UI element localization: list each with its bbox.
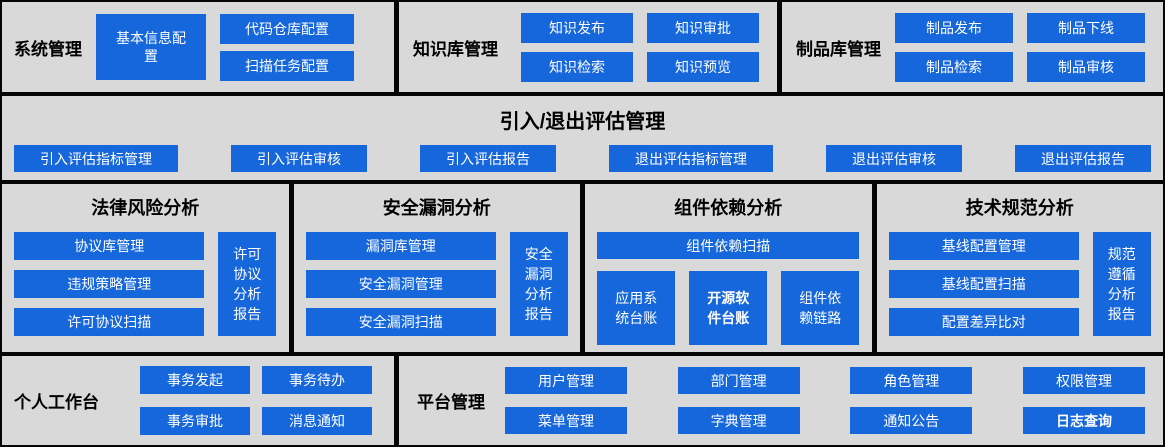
- block-vuln-analysis-report: 安全漏洞分析报告: [509, 232, 568, 336]
- panel-system-management: 系统管理 基本信息配置 代码仓库配置 扫描任务配置: [2, 2, 394, 92]
- block-task-initiate: 事务发起: [140, 366, 250, 394]
- block-scan-task-config: 扫描任务配置: [220, 50, 354, 81]
- block-knowledge-search: 知识检索: [521, 51, 633, 82]
- panel-personal-workbench: 个人工作台 事务发起 事务待办 事务审批 消息通知: [2, 356, 394, 445]
- panel-import-exit-evaluation: 引入/退出评估管理 引入评估指标管理 引入评估审核 引入评估报告 退出评估指标管…: [2, 96, 1163, 180]
- panel-title-security: 安全漏洞分析: [382, 198, 491, 218]
- block-dict-mgmt: 字典管理: [677, 407, 800, 434]
- block-import-eval-report: 引入评估报告: [420, 145, 556, 172]
- block-log-query: 日志查询: [1022, 407, 1145, 434]
- row-bottom: 个人工作台 事务发起 事务待办 事务审批 消息通知 平台管理 用户管理 部门管理…: [2, 356, 1163, 445]
- block-code-repo-config: 代码仓库配置: [220, 13, 354, 44]
- block-notice-announcement: 通知公告: [850, 407, 973, 434]
- block-task-approval: 事务审批: [140, 407, 250, 435]
- block-license-scan: 许可协议扫描: [14, 308, 205, 336]
- block-vuln-scan: 安全漏洞扫描: [305, 308, 496, 336]
- legal-body: 协议库管理 违规策略管理 许可协议扫描 许可协议分析报告: [2, 232, 289, 336]
- block-dept-mgmt: 部门管理: [677, 367, 800, 394]
- panel-security-vuln-analysis: 安全漏洞分析 漏洞库管理 安全漏洞管理 安全漏洞扫描 安全漏洞分析报告: [293, 184, 581, 352]
- block-exit-eval-review: 退出评估审核: [826, 145, 962, 172]
- row-evaluation: 引入/退出评估管理 引入评估指标管理 引入评估审核 引入评估报告 退出评估指标管…: [2, 96, 1163, 180]
- workbench-button-grid: 事务发起 事务待办 事务审批 消息通知: [140, 366, 372, 435]
- panel-platform-management: 平台管理 用户管理 部门管理 角色管理 权限管理 菜单管理 字典管理 通知公告 …: [399, 356, 1163, 445]
- block-menu-mgmt: 菜单管理: [505, 407, 627, 434]
- dependency-body: 组件依赖扫描 应用系统台账 开源软件台账 组件依赖链路: [597, 232, 860, 345]
- block-basic-info-config: 基本信息配置: [96, 14, 206, 80]
- block-knowledge-approval: 知识审批: [647, 12, 759, 43]
- dependency-button-row: 应用系统台账 开源软件台账 组件依赖链路: [597, 271, 860, 345]
- panel-title-system: 系统管理: [14, 39, 82, 59]
- block-artifact-publish: 制品发布: [895, 12, 1013, 43]
- block-agreement-lib-mgmt: 协议库管理: [14, 232, 205, 260]
- panel-title-standard: 技术规范分析: [965, 198, 1074, 218]
- block-artifact-review: 制品审核: [1027, 51, 1145, 82]
- row-analysis: 法律风险分析 协议库管理 违规策略管理 许可协议扫描 许可协议分析报告 安全漏洞…: [2, 184, 1163, 352]
- block-dependency-scan: 组件依赖扫描: [597, 232, 860, 259]
- block-user-mgmt: 用户管理: [505, 367, 627, 394]
- block-vuln-mgmt: 安全漏洞管理: [305, 270, 496, 298]
- block-license-analysis-report: 许可协议分析报告: [218, 232, 277, 336]
- panel-artifact-repo-management: 制品库管理 制品发布 制品下线 制品检索 制品审核: [782, 2, 1163, 92]
- panel-dependency-analysis: 组件依赖分析 组件依赖扫描 应用系统台账 开源软件台账 组件依赖链路: [585, 184, 872, 352]
- panel-title-workbench: 个人工作台: [14, 393, 99, 412]
- panel-title-legal: 法律风险分析: [91, 198, 200, 218]
- panel-legal-risk-analysis: 法律风险分析 协议库管理 违规策略管理 许可协议扫描 许可协议分析报告: [2, 184, 289, 352]
- block-baseline-config-mgmt: 基线配置管理: [888, 232, 1079, 260]
- knowledge-button-grid: 知识发布 知识审批 知识检索 知识预览: [521, 12, 759, 82]
- security-body: 漏洞库管理 安全漏洞管理 安全漏洞扫描 安全漏洞分析报告: [294, 232, 581, 336]
- panel-title-evaluation: 引入/退出评估管理: [499, 111, 666, 133]
- panel-tech-standard-analysis: 技术规范分析 基线配置管理 基线配置扫描 配置差异比对 规范遵循分析报告: [876, 184, 1164, 352]
- block-import-eval-indicator-mgmt: 引入评估指标管理: [14, 145, 178, 172]
- block-app-system-ledger: 应用系统台账: [597, 271, 676, 345]
- block-task-todo: 事务待办: [262, 366, 372, 394]
- legal-button-stack: 协议库管理 违规策略管理 许可协议扫描: [14, 232, 205, 336]
- block-baseline-config-scan: 基线配置扫描: [888, 270, 1079, 298]
- security-button-stack: 漏洞库管理 安全漏洞管理 安全漏洞扫描: [305, 232, 496, 336]
- block-config-diff-compare: 配置差异比对: [888, 308, 1079, 336]
- block-message-notify: 消息通知: [262, 407, 372, 435]
- panel-knowledge-base-management: 知识库管理 知识发布 知识审批 知识检索 知识预览: [399, 2, 777, 92]
- artifact-button-grid: 制品发布 制品下线 制品检索 制品审核: [895, 12, 1145, 82]
- panel-title-dependency: 组件依赖分析: [674, 198, 783, 218]
- panel-title-artifact: 制品库管理: [796, 39, 881, 59]
- block-artifact-offline: 制品下线: [1027, 12, 1145, 43]
- block-standard-compliance-report: 规范遵循分析报告: [1092, 232, 1151, 336]
- block-violation-policy-mgmt: 违规策略管理: [14, 270, 205, 298]
- standard-body: 基线配置管理 基线配置扫描 配置差异比对 规范遵循分析报告: [877, 232, 1164, 336]
- block-vuln-lib-mgmt: 漏洞库管理: [305, 232, 496, 260]
- panel-title-platform: 平台管理: [417, 393, 485, 412]
- block-import-eval-review: 引入评估审核: [231, 145, 367, 172]
- block-knowledge-publish: 知识发布: [521, 12, 633, 43]
- block-exit-eval-indicator-mgmt: 退出评估指标管理: [609, 145, 773, 172]
- platform-button-grid: 用户管理 部门管理 角色管理 权限管理 菜单管理 字典管理 通知公告 日志查询: [505, 367, 1145, 434]
- block-role-mgmt: 角色管理: [850, 367, 973, 394]
- standard-button-stack: 基线配置管理 基线配置扫描 配置差异比对: [888, 232, 1079, 336]
- block-dependency-chain: 组件依赖链路: [781, 271, 860, 345]
- block-oss-ledger: 开源软件台账: [689, 271, 768, 345]
- row-top: 系统管理 基本信息配置 代码仓库配置 扫描任务配置 知识库管理 知识发布 知识审…: [2, 2, 1163, 92]
- evaluation-button-row: 引入评估指标管理 引入评估审核 引入评估报告 退出评估指标管理 退出评估审核 退…: [2, 145, 1163, 172]
- panel-title-knowledge: 知识库管理: [413, 39, 498, 59]
- block-knowledge-preview: 知识预览: [647, 51, 759, 82]
- block-exit-eval-report: 退出评估报告: [1015, 145, 1151, 172]
- system-button-stack: 代码仓库配置 扫描任务配置: [220, 13, 354, 81]
- block-artifact-search: 制品检索: [895, 51, 1013, 82]
- block-permission-mgmt: 权限管理: [1022, 367, 1145, 394]
